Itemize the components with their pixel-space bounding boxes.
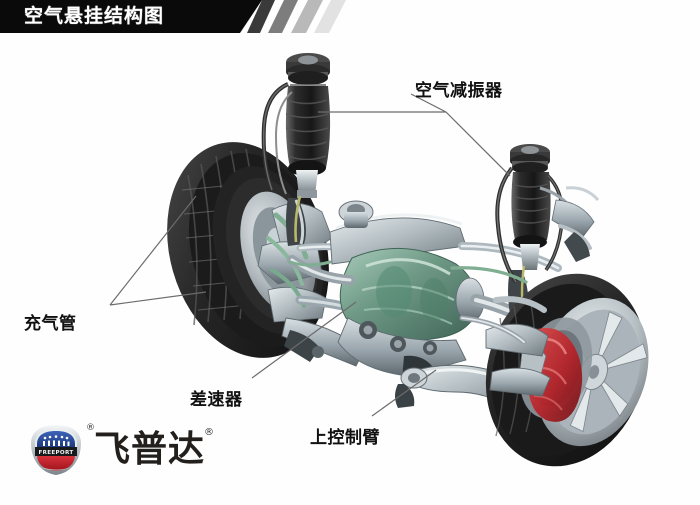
linkage-details (288, 260, 528, 345)
leader-differential (251, 301, 357, 379)
label-upper-control-arm: 上控制臂 (310, 428, 380, 448)
brand-name: 飞普达 (94, 429, 206, 470)
left-air-spring-strut (261, 53, 331, 246)
leader-inflation-tube-lower (109, 291, 207, 306)
emblem-text: FREEPORT (39, 450, 74, 456)
brand-logo: FREEPORT ® 飞普达 ® (28, 421, 228, 481)
right-tire (485, 273, 649, 467)
leader-upper-control-arm (371, 369, 437, 417)
label-differential: 差速器 (190, 390, 243, 410)
banner-background (0, 0, 262, 33)
emblem-registered-mark: ® (86, 423, 95, 433)
leader-inflation-tube-upper (109, 195, 197, 306)
leader-air-shock-right (445, 111, 511, 177)
freeport-shield-emblem: FREEPORT (31, 425, 81, 475)
banner-title: 空气悬挂结构图 (24, 5, 165, 27)
label-air-shock-absorber: 空气减振器 (415, 81, 503, 101)
label-inflation-tube: 充气管 (24, 314, 77, 334)
brand-registered-mark: ® (204, 427, 214, 438)
header-banner: 空气悬挂结构图 (0, 0, 360, 33)
right-air-spring-strut (495, 144, 600, 317)
